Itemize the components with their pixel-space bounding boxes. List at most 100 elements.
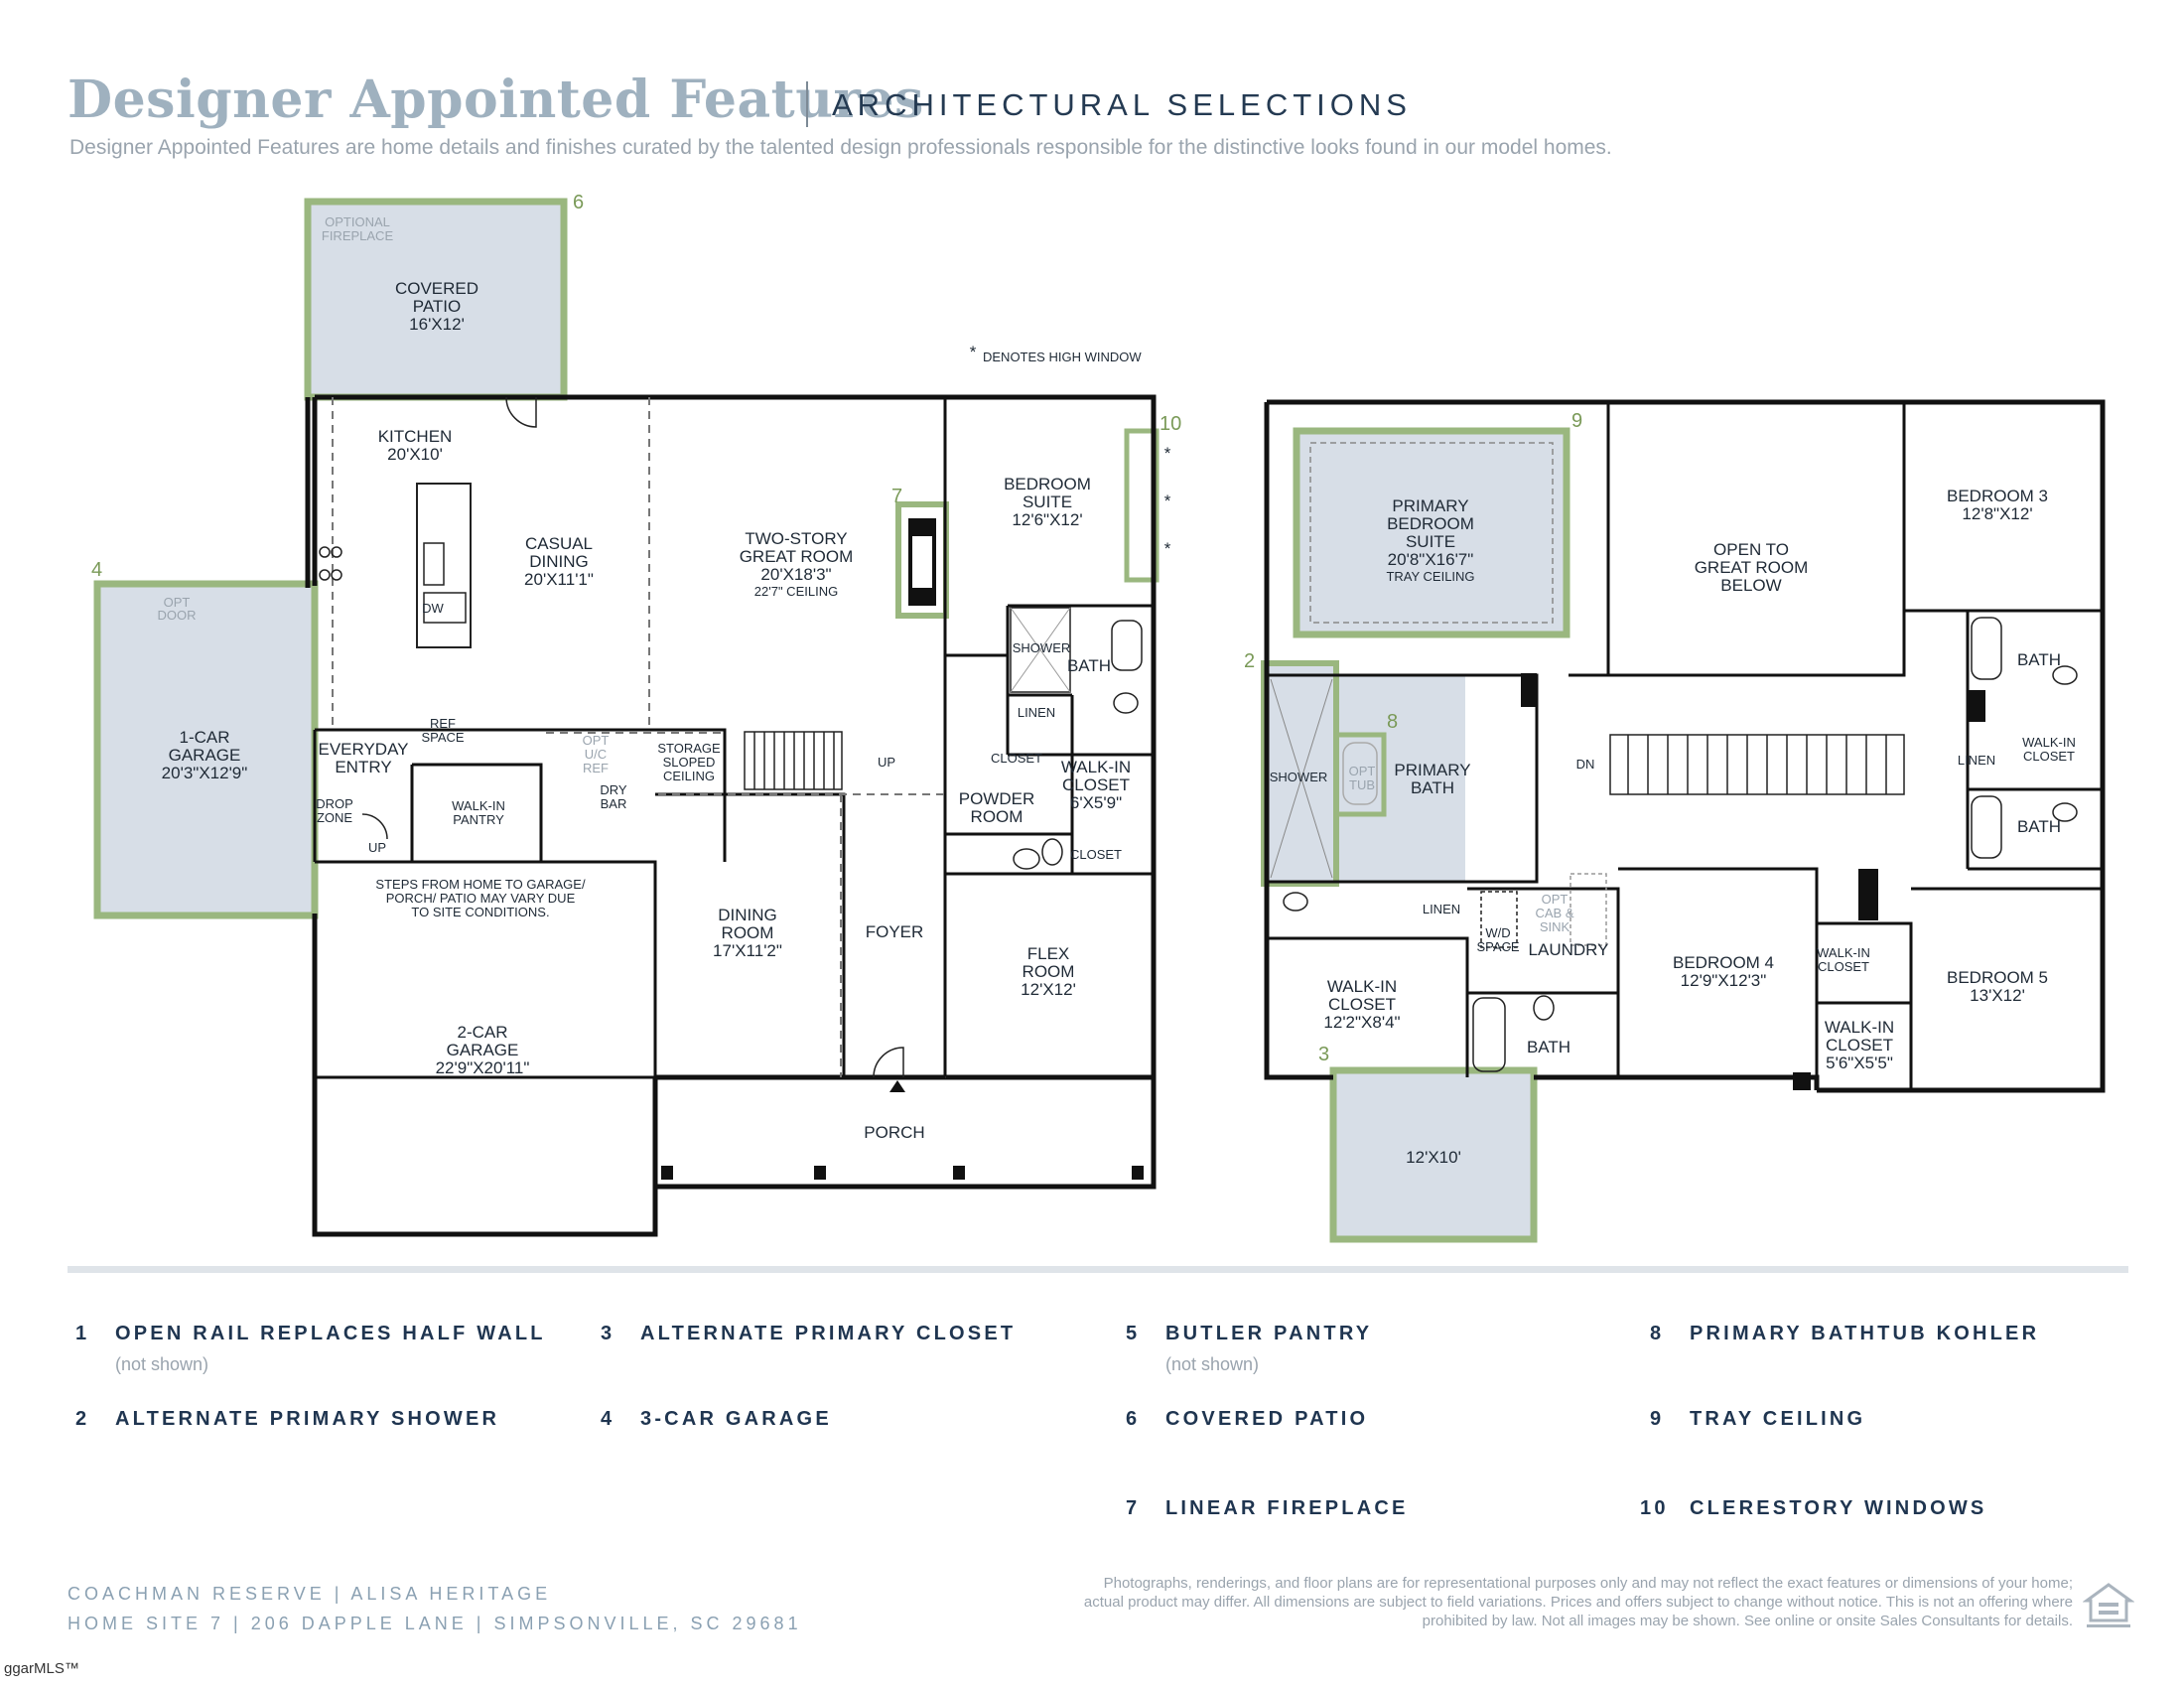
svg-text:20'8"X16'7": 20'8"X16'7" <box>1388 550 1474 569</box>
page-description: Designer Appointed Features are home det… <box>69 136 1612 159</box>
svg-text:SHOWER: SHOWER <box>1270 770 1328 784</box>
alt-closet-area <box>1333 1072 1534 1239</box>
svg-text:DRY: DRY <box>600 782 627 797</box>
svg-text:9: 9 <box>1571 410 1582 432</box>
closet-highlight <box>1329 1066 1538 1243</box>
svg-text:10: 10 <box>1160 413 1181 435</box>
svg-text:CLOSET: CLOSET <box>1070 847 1122 862</box>
svg-text:20'3"X12'9": 20'3"X12'9" <box>162 764 248 782</box>
svg-text:COVERED: COVERED <box>395 279 478 298</box>
svg-text:12'X10': 12'X10' <box>1406 1148 1461 1167</box>
page-subtitle: ARCHITECTURAL SELECTIONS <box>832 87 1412 122</box>
svg-text:LINEN: LINEN <box>1958 753 1995 768</box>
svg-text:REF: REF <box>583 761 609 775</box>
svg-text:WALK-IN: WALK-IN <box>1817 945 1870 960</box>
svg-text:13'X12': 13'X12' <box>1970 986 2025 1005</box>
svg-text:*: * <box>970 343 977 361</box>
svg-text:PRIMARY: PRIMARY <box>1394 761 1470 779</box>
svg-text:WALK-IN: WALK-IN <box>2022 735 2076 750</box>
svg-text:GARAGE: GARAGE <box>169 746 241 765</box>
svg-text:8: 8 <box>1387 711 1398 733</box>
feature-note: (not shown) <box>115 1354 209 1374</box>
svg-text:CLOSET: CLOSET <box>991 751 1042 766</box>
svg-text:UP: UP <box>878 755 895 770</box>
svg-text:SUITE: SUITE <box>1023 492 1072 511</box>
svg-text:12'6"X12': 12'6"X12' <box>1012 510 1082 529</box>
tub-highlight <box>1333 732 1387 817</box>
covered-patio-area <box>308 202 564 397</box>
svg-text:STORAGE: STORAGE <box>657 741 721 756</box>
community-name: COACHMAN RESERVE | ALISA HERITAGE <box>68 1584 552 1604</box>
feature-note: (not shown) <box>1165 1354 1260 1374</box>
svg-text:CASUAL: CASUAL <box>525 534 593 553</box>
svg-text:DOOR: DOOR <box>158 608 197 623</box>
svg-text:BATH: BATH <box>2017 650 2061 669</box>
svg-text:TUB: TUB <box>1349 777 1375 792</box>
svg-text:SLOPED: SLOPED <box>663 755 716 770</box>
svg-text:SPACE: SPACE <box>421 730 464 745</box>
svg-text:BEDROOM: BEDROOM <box>1004 475 1091 493</box>
svg-text:17'X11'2": 17'X11'2" <box>713 941 782 960</box>
svg-text:BEDROOM 4: BEDROOM 4 <box>1673 953 1774 972</box>
svg-text:CLOSET: CLOSET <box>1328 995 1396 1014</box>
svg-text:SINK: SINK <box>1540 919 1570 934</box>
svg-text:BEDROOM: BEDROOM <box>1387 514 1474 533</box>
svg-text:2-CAR: 2-CAR <box>457 1023 507 1042</box>
first-floor-plan: OPTIONAL FIREPLACE COVERED PATIO 16'X12'… <box>91 192 1181 1237</box>
clerestory-highlight <box>1124 428 1160 583</box>
svg-text:POWDER: POWDER <box>959 789 1035 808</box>
svg-text:*: * <box>1164 444 1171 463</box>
svg-text:BELOW: BELOW <box>1720 576 1781 595</box>
svg-text:16'X12': 16'X12' <box>409 315 465 334</box>
svg-text:CLOSET: CLOSET <box>1062 775 1130 794</box>
svg-text:GARAGE: GARAGE <box>447 1041 519 1059</box>
svg-text:5'6"X5'5": 5'6"X5'5" <box>1826 1054 1893 1072</box>
svg-text:WALK-IN: WALK-IN <box>1327 977 1397 996</box>
second-floor-plan: PRIMARY BEDROOM SUITE 20'8"X16'7" TRAY C… <box>1244 399 2106 1243</box>
section-divider <box>68 1266 2128 1273</box>
svg-text:WALK-IN: WALK-IN <box>452 798 505 813</box>
svg-text:*: * <box>1164 539 1171 558</box>
svg-text:SUITE: SUITE <box>1406 532 1455 551</box>
svg-text:WALK-IN: WALK-IN <box>1825 1018 1894 1037</box>
svg-text:TRAY CEILING: TRAY CEILING <box>1386 569 1474 584</box>
svg-text:BATH: BATH <box>1411 778 1454 797</box>
svg-text:OPT: OPT <box>583 733 610 748</box>
svg-text:UP: UP <box>368 840 386 855</box>
svg-text:LAUNDRY: LAUNDRY <box>1529 940 1609 959</box>
svg-text:TO SITE CONDITIONS.: TO SITE CONDITIONS. <box>411 905 549 919</box>
svg-text:20'X10': 20'X10' <box>387 445 443 464</box>
svg-text:OPEN TO: OPEN TO <box>1713 540 1789 559</box>
svg-text:SHOWER: SHOWER <box>1013 640 1071 655</box>
svg-text:2: 2 <box>1244 650 1255 672</box>
svg-text:CLOSET: CLOSET <box>1826 1036 1893 1055</box>
svg-text:12'8"X12': 12'8"X12' <box>1962 504 2032 523</box>
svg-text:OPTIONAL: OPTIONAL <box>325 214 390 229</box>
svg-text:U/C: U/C <box>585 747 607 762</box>
svg-text:REF: REF <box>430 716 456 731</box>
svg-text:DN: DN <box>1576 757 1595 772</box>
svg-text:12'9"X12'3": 12'9"X12'3" <box>1681 971 1767 990</box>
svg-text:DINING: DINING <box>718 906 777 924</box>
svg-text:DROP: DROP <box>316 796 353 811</box>
svg-text:PRIMARY: PRIMARY <box>1392 496 1468 515</box>
svg-text:PANTRY: PANTRY <box>453 812 504 827</box>
svg-text:STEPS FROM HOME TO GARAGE/: STEPS FROM HOME TO GARAGE/ <box>375 877 586 892</box>
svg-text:CAB &: CAB & <box>1535 906 1573 920</box>
svg-text:BEDROOM 3: BEDROOM 3 <box>1947 487 2048 505</box>
svg-text:GREAT ROOM: GREAT ROOM <box>1695 558 1809 577</box>
svg-text:ENTRY: ENTRY <box>335 758 391 776</box>
svg-text:CEILING: CEILING <box>663 769 715 783</box>
svg-text:20'X11'1": 20'X11'1" <box>524 570 594 589</box>
svg-text:CLOSET: CLOSET <box>1818 959 1869 974</box>
svg-text:BATH: BATH <box>1067 656 1111 675</box>
svg-text:DW: DW <box>422 601 444 616</box>
svg-text:22'7" CEILING: 22'7" CEILING <box>754 584 838 599</box>
page-title: Designer Appointed Features <box>68 70 924 130</box>
